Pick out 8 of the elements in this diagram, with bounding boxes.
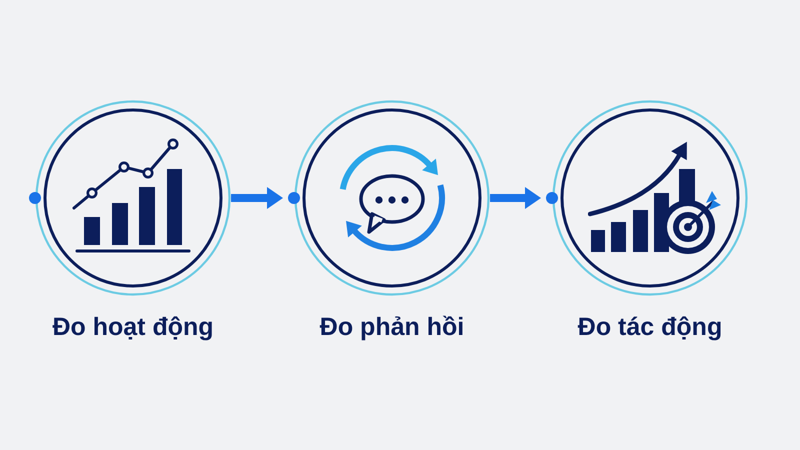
step-label: Đo tác động: [578, 312, 722, 342]
process-step: [286, 100, 490, 342]
arrow: [231, 187, 283, 209]
step-label: Đo phản hồi: [320, 312, 464, 342]
step-label: Đo hoạt động: [52, 312, 214, 342]
arrow: [490, 187, 541, 209]
process-step: [544, 100, 748, 342]
process-step: [27, 100, 231, 342]
